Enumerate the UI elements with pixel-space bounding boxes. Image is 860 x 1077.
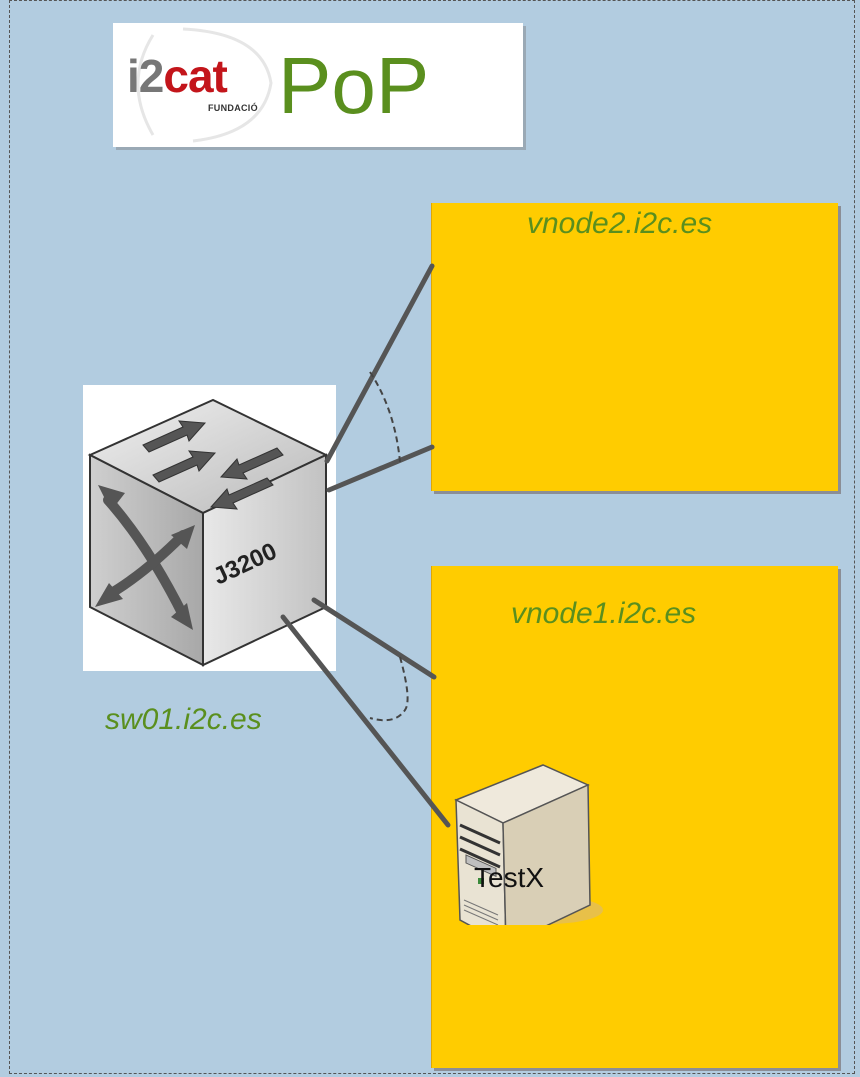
vnode2-label: vnode2.i2c.es <box>527 207 713 240</box>
switch-hostname-label: sw01.i2c.es <box>105 703 262 736</box>
logo-cat: cat <box>163 50 227 102</box>
header-box: i2cat FUNDACIÓ PoP <box>113 23 523 147</box>
link-switch-vnode2-b <box>326 444 435 493</box>
pop-title: PoP <box>278 41 430 130</box>
link-switch-vnode2-a <box>324 263 435 464</box>
link-switch-vnode1 <box>311 597 437 680</box>
switch-device: J3200 <box>83 385 336 671</box>
dashed-loop-vnode2 <box>369 371 401 463</box>
switch-cube-icon: J3200 <box>87 398 329 667</box>
link-switch-testx <box>280 614 451 828</box>
server-label: TestX <box>474 862 545 893</box>
server-icon <box>454 764 603 925</box>
vnode2-box <box>431 203 838 491</box>
logo-i2: i2 <box>127 50 164 102</box>
logo-swoosh-icon <box>136 27 273 143</box>
dashed-loop-vnode1 <box>369 656 409 722</box>
vnode1-label: vnode1.i2c.es <box>511 597 697 630</box>
i2cat-logo: i2cat FUNDACIÓ <box>113 23 278 147</box>
logo-fundacio: FUNDACIÓ <box>208 103 258 113</box>
logo-wordmark: i2cat <box>127 50 228 102</box>
